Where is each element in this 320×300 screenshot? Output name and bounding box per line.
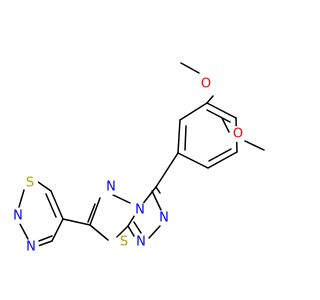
- structure-diagram: O O S S N N N N N N: [10, 62, 265, 255]
- bond: [37, 240, 53, 247]
- nitrogen-atom: N: [136, 235, 146, 250]
- bond: [177, 119, 181, 154]
- bond: [37, 181, 52, 192]
- bond: [206, 109, 231, 123]
- nitrogen-atom: N: [135, 203, 145, 218]
- bond: [207, 151, 238, 169]
- bond: [148, 225, 161, 239]
- bond: [89, 224, 109, 241]
- bond: [18, 189, 25, 208]
- bond: [62, 218, 91, 226]
- bond: [208, 148, 232, 162]
- bonds: [18, 62, 265, 247]
- bond: [206, 102, 237, 119]
- atom-background: [132, 202, 148, 218]
- atom-background: [230, 126, 246, 142]
- bond: [206, 95, 214, 104]
- atom-background: [23, 239, 39, 255]
- bond: [38, 235, 53, 242]
- bond: [221, 117, 230, 133]
- sulfur-atom: S: [120, 235, 128, 250]
- bond: [45, 193, 57, 218]
- molecule-canvas: O O S S N N N N N N: [10, 62, 265, 255]
- atom-background: [116, 234, 132, 250]
- atom-labels: O O S S N N N N N N: [10, 76, 246, 255]
- oxygen-atom: O: [233, 127, 243, 142]
- nitrogen-atom: N: [26, 240, 36, 255]
- bond: [177, 152, 209, 169]
- bond: [19, 223, 29, 240]
- bond: [87, 203, 96, 223]
- bond: [116, 225, 129, 238]
- bond: [151, 190, 162, 211]
- atom-background: [10, 208, 26, 224]
- bond: [50, 190, 64, 220]
- bond: [155, 186, 161, 194]
- atom-background: [156, 210, 172, 226]
- atom-background: [133, 234, 149, 250]
- atom-background: [103, 179, 119, 195]
- bond: [184, 125, 187, 151]
- nitrogen-atom: N: [159, 211, 169, 226]
- bond: [155, 152, 179, 188]
- bond: [51, 218, 64, 242]
- atom-background: [198, 76, 214, 92]
- atom-background: [22, 175, 38, 191]
- sulfur-atom: S: [26, 176, 34, 191]
- nitrogen-atom: N: [106, 180, 116, 195]
- bond: [244, 140, 265, 151]
- bond: [180, 62, 200, 74]
- bond: [127, 225, 135, 237]
- bond: [89, 197, 101, 226]
- oxygen-atom: O: [201, 77, 211, 92]
- bond: [179, 102, 208, 121]
- nitrogen-atom: N: [13, 209, 23, 224]
- bond: [133, 221, 142, 234]
